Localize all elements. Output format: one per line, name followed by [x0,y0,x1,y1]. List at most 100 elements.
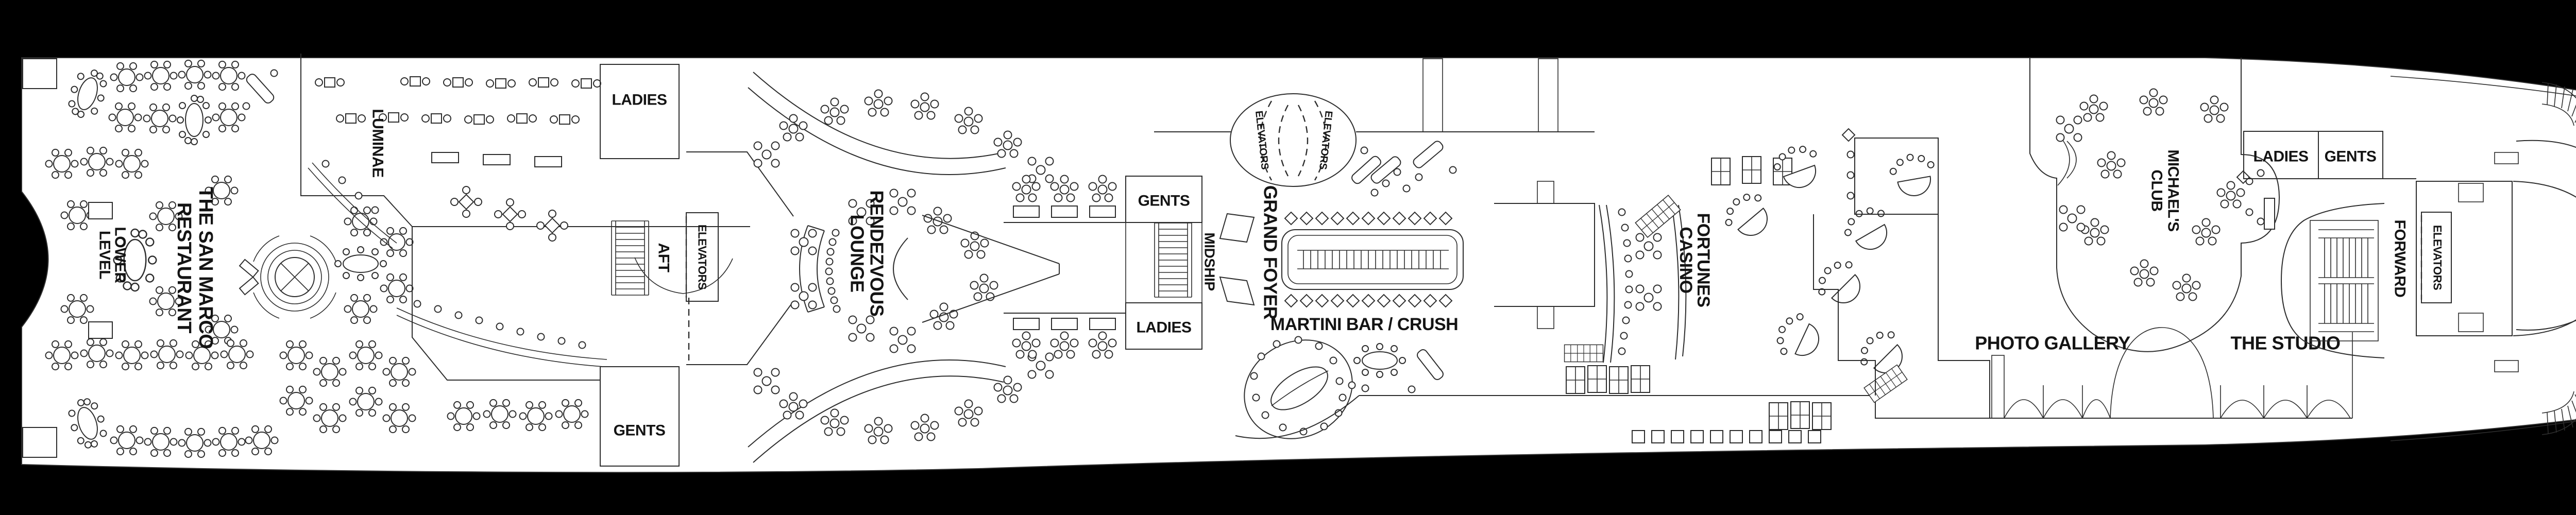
dot-glyph [557,337,566,345]
label-lower-level-line2: LEVEL [96,231,113,279]
label-gents-mid: GENTS [1138,193,1190,210]
dot-glyph [1846,150,1855,159]
twotop-glyph [464,114,494,125]
dot-glyph [1294,336,1302,344]
dot-glyph [1449,166,1457,174]
the-theatre: THE THEATRE [2516,140,2576,331]
label-gents-fwd: GENTS [2325,148,2377,165]
dot-glyph [371,206,379,214]
dot-glyph [413,300,421,308]
foyer-kiosk [1219,213,1255,243]
luminae-restaurant: LUMINAE [300,54,750,381]
dot-glyph [1361,384,1369,392]
dot-glyph [2257,217,2265,226]
dot-glyph [2245,208,2253,216]
dot-glyph [1338,393,1347,402]
twotop-glyph [486,78,516,89]
sq-glyph [1788,430,1802,443]
dot-glyph [1370,188,1379,197]
label-ladies-fwd: LADIES [2253,148,2308,165]
dot-glyph [832,229,840,237]
forward-core: LADIES GENTS FORWARD ELEVATORS [2243,82,2576,435]
twotop-glyph [507,113,537,124]
dot-glyph [1621,224,1629,232]
martini-bar-counter [1281,229,1464,290]
dot-glyph [1257,352,1265,360]
dot-glyph [833,305,841,313]
dot-glyph [1329,356,1337,365]
dot-glyph [1618,208,1626,216]
gents-room-forward [2318,131,2383,179]
gents-room-aft [600,366,680,467]
dot-glyph [1402,184,1411,193]
dot-glyph [354,192,363,200]
sq-glyph [1808,430,1821,443]
label-ladies-aft: LADIES [612,92,667,109]
twotop-glyph [571,78,601,89]
label-gents-aft: GENTS [614,422,666,439]
label-luminae: LUMINAE [369,109,386,177]
label-ladies-mid: LADIES [1136,319,1191,336]
label-san-marco-line2: RESTAURANT [173,202,195,333]
slot1-glyph [1812,402,1832,430]
rendezvous-lounge: RENDEZVOUS LOUNGE [748,72,1060,463]
label-fortunes-line1: FORTUNES [1693,213,1713,307]
stern-service-box [22,427,57,458]
dot-glyph [1273,340,1281,348]
sq-glyph [1749,430,1762,443]
aft-core: LADIES GENTS ELEVATORS AFT [600,64,794,467]
dot-glyph [516,328,524,336]
dot-glyph [825,267,833,276]
slot1-glyph [1587,365,1607,393]
label-forward: FORWARD [2392,220,2409,298]
dot-glyph [1250,372,1258,380]
twotop-glyph [443,77,473,88]
dot-glyph [537,333,545,341]
dot-glyph [454,311,463,319]
slot1-glyph [1790,401,1810,429]
dot-glyph [1335,377,1344,385]
label-michaels-line1: MICHAEL'S [2165,149,2182,231]
sq-glyph [1632,430,1645,443]
twotop-glyph [400,76,430,87]
dot-glyph [475,316,483,324]
dot-glyph [1846,192,1855,200]
label-the-studio: THE STUDIO [2230,333,2340,354]
san-marco-restaurant: THE SAN MARCO RESTAURANT LOWER LEVEL [45,59,589,458]
dot-glyph [270,69,278,77]
label-michaels-line2: CLUB [2148,169,2165,211]
slot1-glyph [1742,156,1761,184]
dot-glyph [1360,146,1368,154]
label-lower-level-line1: LOWER [112,227,129,283]
dot-glyph [1382,179,1390,187]
dot-glyph [830,296,838,304]
dot-glyph [826,277,834,285]
slot1-glyph [1711,158,1731,185]
dot-glyph [338,176,346,184]
dot-glyph [496,322,504,331]
dot-glyph [2257,169,2265,177]
fortunes-casino: FORTUNES CASINO [1494,128,1990,443]
dot-glyph [1320,422,1328,431]
label-grand-foyer: GRAND FOYER [1260,185,1281,320]
dot-glyph [828,238,837,246]
sq-glyph [1671,430,1684,443]
label-elevators-aft: ELEVATORS [696,225,709,289]
dot-glyph [1623,239,1631,247]
twotop-glyph [529,77,558,88]
slot1-glyph [1566,366,1585,394]
dot-glyph [1618,347,1626,355]
foyer-kiosk [1219,276,1255,306]
twotop-glyph [421,113,451,124]
label-photo-gallery: PHOTO GALLERY [1975,333,2130,354]
label-midship: MIDSHIP [1202,232,1218,290]
photo-gallery-studio: PHOTO GALLERY THE STUDIO [1975,327,2353,419]
sq-glyph [1730,430,1743,443]
dot-glyph [1279,423,1287,432]
label-san-marco-line1: THE SAN MARCO [195,187,216,349]
dot-glyph [1252,393,1260,402]
label-rendezvous-line1: RENDEZVOUS [867,190,888,316]
forward-elevator-lobby [2416,181,2513,336]
